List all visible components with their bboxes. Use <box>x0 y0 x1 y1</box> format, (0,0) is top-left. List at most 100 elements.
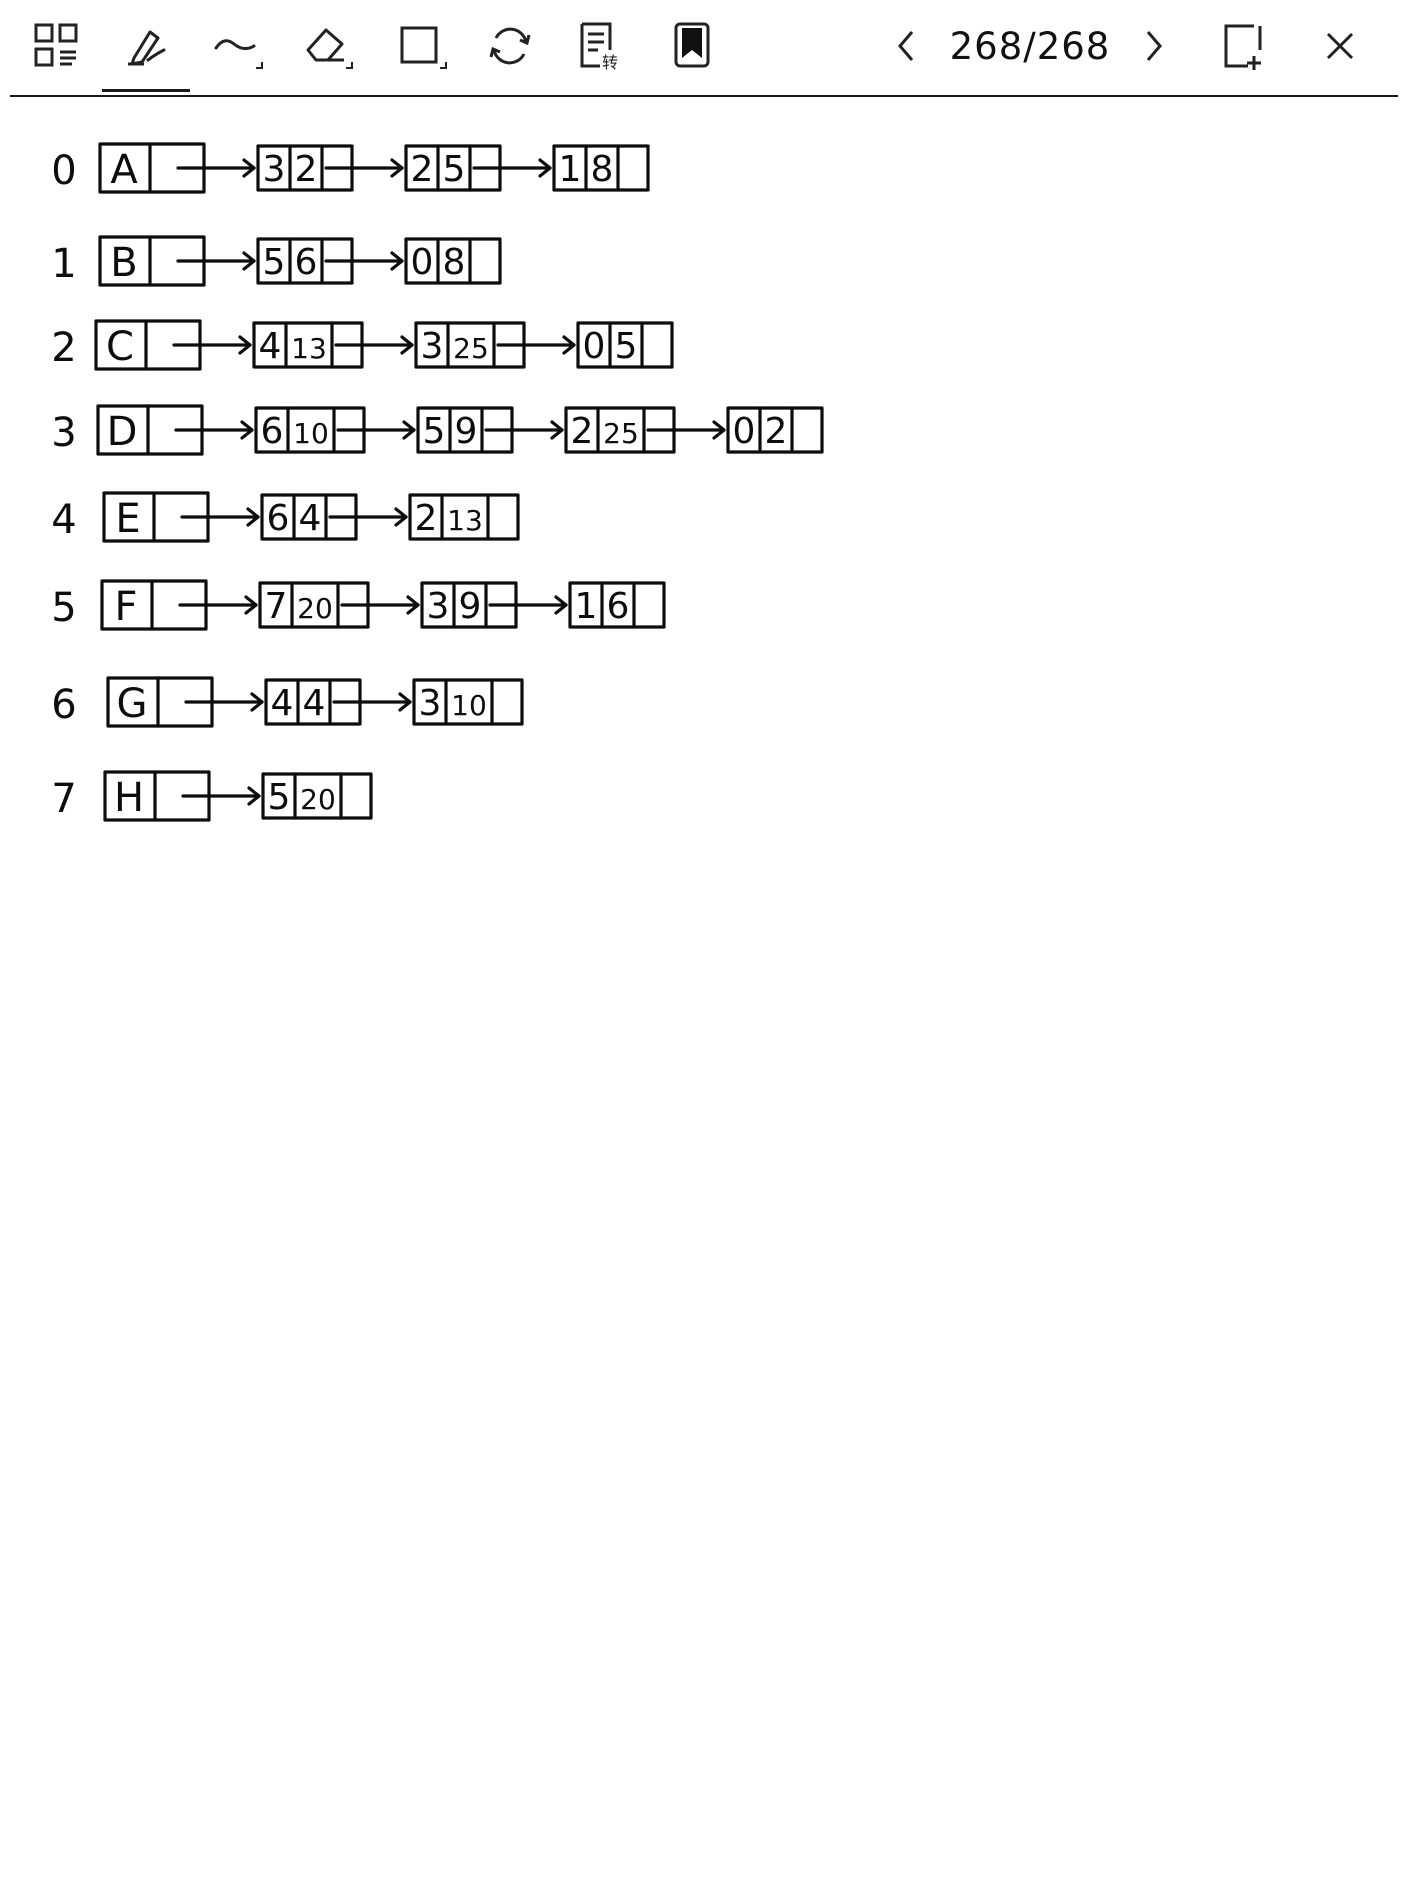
pen-icon <box>128 30 166 66</box>
arrow-head <box>390 251 404 271</box>
thumbnails-button[interactable] <box>18 14 94 78</box>
prev-page-button[interactable] <box>880 18 936 74</box>
arrow-head <box>246 507 260 527</box>
adjacent-vertex: 2 <box>411 149 434 190</box>
prev-page-icon <box>898 31 914 61</box>
edge-weight: 25 <box>603 417 639 450</box>
adjacent-vertex: 0 <box>411 242 434 283</box>
arrow-head <box>242 251 256 271</box>
adjacent-vertex: 2 <box>415 498 438 539</box>
edge-weight: 4 <box>303 683 326 724</box>
arrow-head <box>247 786 261 806</box>
toolbar: 转 268/268 <box>0 0 1404 97</box>
close-icon <box>1326 32 1354 60</box>
edge-weight: 5 <box>615 326 638 367</box>
refresh-icon <box>489 27 531 65</box>
row-index: 5 <box>51 585 76 631</box>
arrow-head <box>398 692 412 712</box>
pen-tool-button[interactable] <box>102 14 190 92</box>
arrow-head <box>538 158 552 178</box>
adjacent-vertex: 6 <box>261 411 284 452</box>
arrow-head <box>406 595 420 615</box>
shape-icon <box>400 26 447 69</box>
convert-text-button[interactable]: 转 <box>562 14 638 78</box>
eraser-button[interactable] <box>288 14 364 78</box>
bookmark-button[interactable] <box>654 14 730 78</box>
stroke-icon <box>214 39 263 69</box>
edge-node-box <box>552 144 650 192</box>
arrow-head <box>550 420 564 440</box>
arrow-head <box>250 692 264 712</box>
edge-node-box <box>404 237 502 285</box>
arrow-head <box>562 335 576 355</box>
arrow-head <box>402 420 416 440</box>
shape-tool-button[interactable] <box>382 14 458 78</box>
adjacent-vertex: 4 <box>271 683 294 724</box>
adjacent-vertex: 1 <box>575 586 598 627</box>
convert-text-glyph: 转 <box>602 53 618 72</box>
row-index: 4 <box>51 497 76 543</box>
edge-weight: 6 <box>607 586 630 627</box>
refresh-button[interactable] <box>472 14 548 78</box>
close-button[interactable] <box>1302 14 1378 78</box>
row-index: 3 <box>51 410 76 456</box>
bookmark-icon <box>674 22 710 68</box>
edge-node-box <box>576 321 674 369</box>
edge-weight: 20 <box>297 592 333 625</box>
arrow-head <box>400 335 414 355</box>
adjacent-vertex: 6 <box>267 498 290 539</box>
arrow-head <box>394 507 408 527</box>
adjacent-vertex: 5 <box>423 411 446 452</box>
thumbnails-icon <box>34 23 78 67</box>
next-page-button[interactable] <box>1124 18 1180 74</box>
row-index: 0 <box>51 148 76 194</box>
edge-weight: 9 <box>455 411 478 452</box>
next-page-icon <box>1146 31 1162 61</box>
edge-weight: 20 <box>300 783 336 816</box>
edge-weight: 9 <box>459 586 482 627</box>
edge-weight: 13 <box>291 332 327 365</box>
arrow-head <box>244 595 258 615</box>
edge-node-box <box>261 772 373 820</box>
arrow-head <box>712 420 726 440</box>
adjacent-vertex: 3 <box>263 149 286 190</box>
arrow-head <box>390 158 404 178</box>
edge-weight: 8 <box>591 149 614 190</box>
edge-weight: 10 <box>293 417 329 450</box>
arrow-head <box>554 595 568 615</box>
row-index: 1 <box>51 241 76 287</box>
adjacent-vertex: 5 <box>268 777 291 818</box>
convert-text-icon: 转 <box>580 22 618 72</box>
edge-weight: 8 <box>443 242 466 283</box>
edge-weight: 2 <box>765 411 788 452</box>
vertex-label: F <box>114 584 137 630</box>
adjacent-vertex: 3 <box>421 326 444 367</box>
vertex-label: B <box>110 240 137 286</box>
row-index: 2 <box>51 325 76 371</box>
stroke-style-button[interactable] <box>198 14 274 78</box>
edge-weight: 6 <box>295 242 318 283</box>
edge-weight: 5 <box>443 149 466 190</box>
row-index: 7 <box>51 776 76 822</box>
edge-weight: 4 <box>299 498 322 539</box>
page-navigation: 268/268 <box>880 18 1180 74</box>
add-page-button[interactable] <box>1206 14 1282 78</box>
adjacent-vertex: 0 <box>583 326 606 367</box>
adjacent-vertex: 4 <box>259 326 282 367</box>
vertex-label: G <box>117 681 148 727</box>
add-page-icon <box>1224 24 1262 70</box>
adjacent-vertex: 2 <box>571 411 594 452</box>
edge-weight: 25 <box>453 332 489 365</box>
edge-node-box <box>412 678 524 726</box>
vertex-label: D <box>107 409 138 455</box>
adjacent-vertex: 5 <box>263 242 286 283</box>
